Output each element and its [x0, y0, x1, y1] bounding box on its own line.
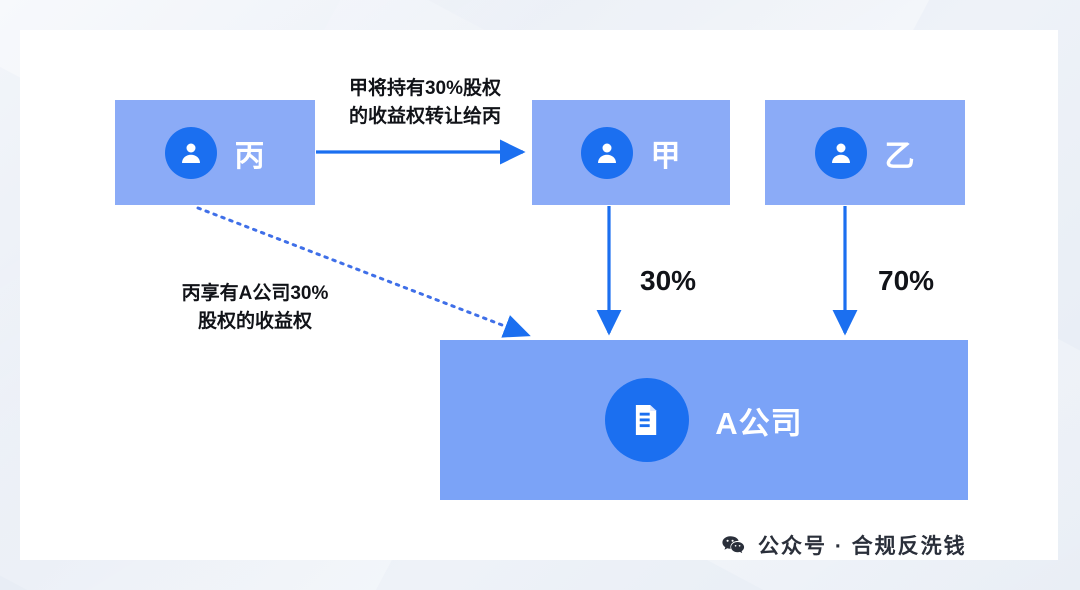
wechat-icon — [720, 532, 746, 558]
node-label: A公司 — [715, 405, 803, 441]
percentage-jia: 30% — [640, 265, 697, 296]
node-bing[interactable]: 丙 — [115, 100, 315, 205]
percentage-yi: 70% — [878, 265, 935, 296]
annotation-benefit: 丙享有A公司30% 股权的收益权 — [181, 283, 329, 332]
footer-watermark: 公众号 · 合规反洗钱 — [720, 530, 967, 560]
diagram-canvas: 丙 甲 乙 — [20, 30, 1058, 560]
annotation-transfer: 甲将持有30%股权 的收益权转让给丙 — [348, 78, 502, 127]
person-icon — [814, 126, 867, 179]
node-label: 丙 — [234, 139, 266, 173]
diagram-card: 丙 甲 乙 — [20, 30, 1058, 560]
person-icon — [580, 126, 633, 179]
node-company[interactable]: A公司 — [440, 340, 968, 500]
node-label: 乙 — [884, 139, 916, 173]
node-jia[interactable]: 甲 — [532, 100, 730, 205]
footer-text: 公众号 · 合规反洗钱 — [758, 535, 967, 558]
node-yi[interactable]: 乙 — [765, 100, 965, 205]
building-icon — [605, 378, 690, 462]
node-label: 甲 — [650, 139, 682, 173]
person-icon — [164, 126, 217, 179]
